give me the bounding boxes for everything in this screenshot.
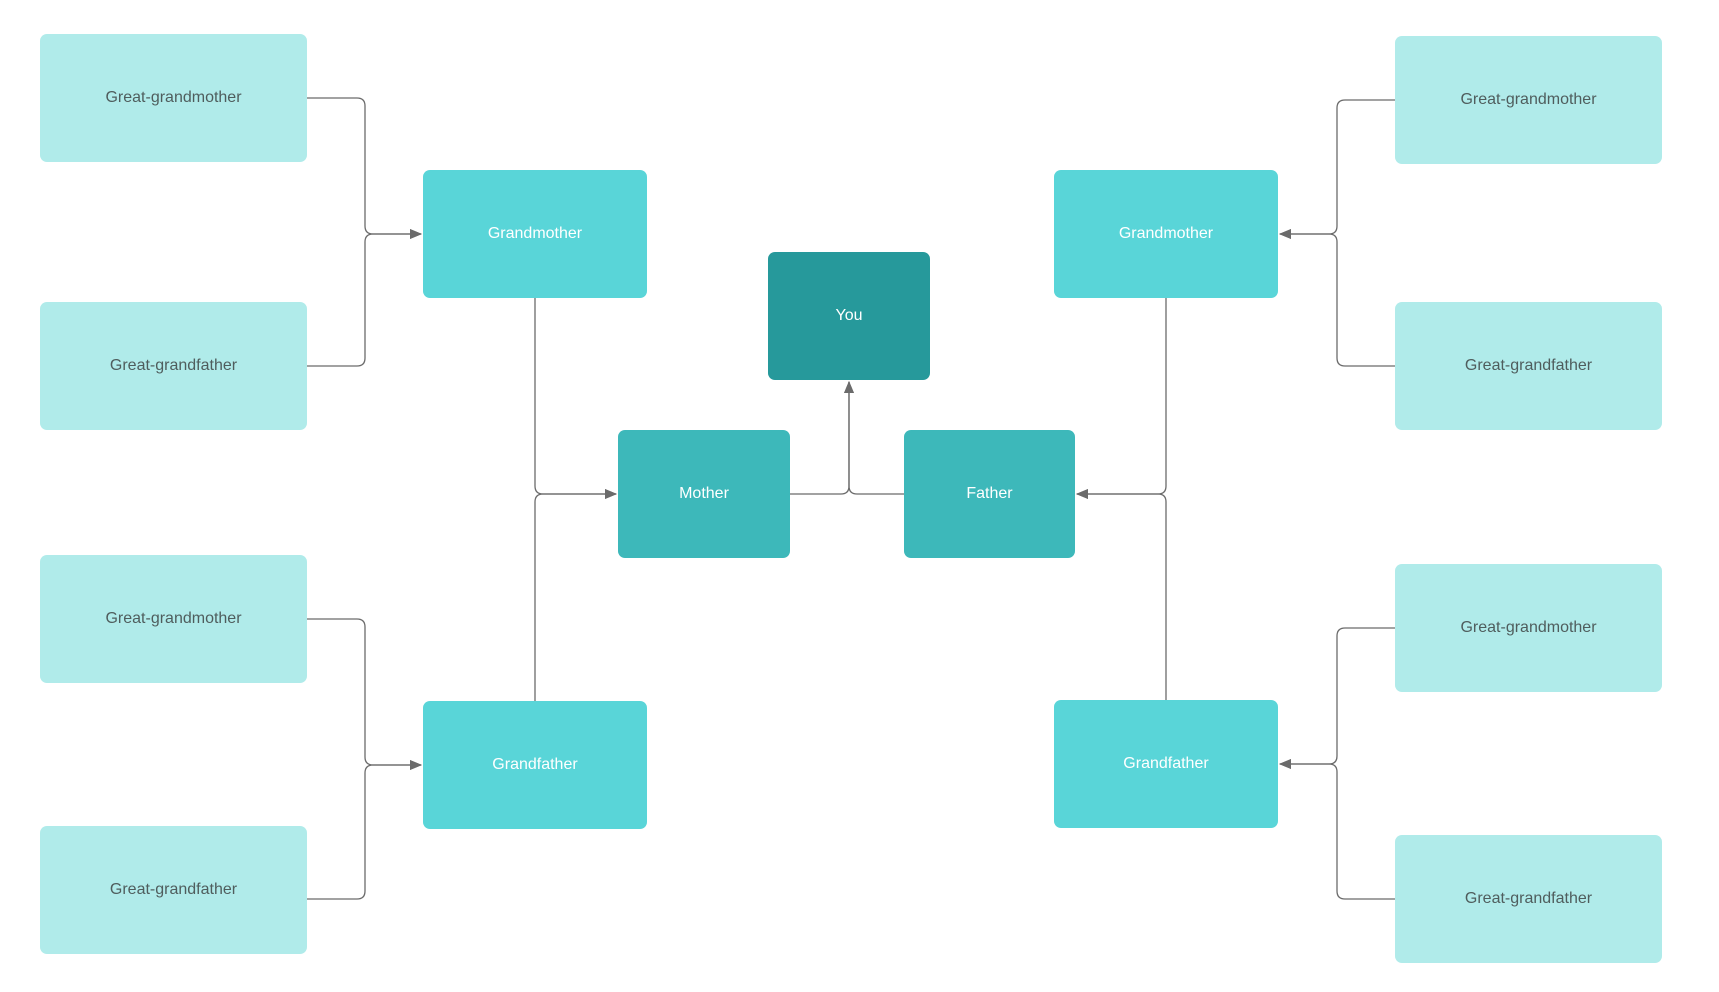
node-label: Mother <box>679 485 729 502</box>
connector-grandfather-to-mother <box>534 489 617 701</box>
father-node[interactable]: Father <box>904 430 1075 558</box>
maternal-grandfather-node[interactable]: Grandfather <box>423 701 647 829</box>
node-label: Grandmother <box>1118 225 1214 242</box>
connector-father-to-you <box>844 381 904 495</box>
node-label: Grandmother <box>487 225 583 242</box>
paternal-grandfather-node[interactable]: Grandfather <box>1054 700 1278 828</box>
connector-ggf-l1-to-grandmother <box>307 229 422 367</box>
connector-ggm-r2-to-grandfather <box>1279 627 1395 769</box>
node-label: Great-grandmother <box>105 610 242 627</box>
connector-grandmother-to-mother <box>534 298 617 499</box>
node-label: Great-grandfather <box>109 881 238 898</box>
you-node[interactable]: You <box>768 252 930 380</box>
connector-mother-to-you <box>790 381 854 495</box>
node-label: Great-grandmother <box>1460 619 1597 636</box>
node-label: Great-grandfather <box>1464 357 1593 374</box>
great-grandfather-maternal-grandfather-side[interactable]: Great-grandfather <box>40 826 307 954</box>
great-grandmother-paternal-grandfather-side[interactable]: Great-grandmother <box>1395 564 1662 692</box>
connector-grandmother-to-father <box>1076 298 1167 499</box>
connector-ggm-l1-to-grandmother <box>307 97 422 239</box>
node-label: You <box>835 307 863 324</box>
great-grandfather-paternal-grandfather-side[interactable]: Great-grandfather <box>1395 835 1662 963</box>
node-label: Grandfather <box>492 756 578 773</box>
connector-ggm-r1-to-grandmother <box>1279 99 1395 239</box>
great-grandmother-maternal-grandmother-side[interactable]: Great-grandmother <box>40 34 307 162</box>
great-grandfather-paternal-grandmother-side[interactable]: Great-grandfather <box>1395 302 1662 430</box>
node-label: Great-grandmother <box>105 89 242 106</box>
great-grandmother-maternal-grandfather-side[interactable]: Great-grandmother <box>40 555 307 683</box>
connector-ggf-r1-to-grandmother <box>1279 229 1395 367</box>
maternal-grandmother-node[interactable]: Grandmother <box>423 170 647 298</box>
node-label: Great-grandfather <box>1464 890 1593 907</box>
mother-node[interactable]: Mother <box>618 430 790 558</box>
node-label: Great-grandmother <box>1460 91 1597 108</box>
connector-ggm-l2-to-grandfather <box>307 618 422 770</box>
node-label: Great-grandfather <box>109 357 238 374</box>
great-grandmother-paternal-grandmother-side[interactable]: Great-grandmother <box>1395 36 1662 164</box>
connector-ggf-r2-to-grandfather <box>1279 759 1395 900</box>
connector-ggf-l2-to-grandfather <box>307 760 422 900</box>
connector-grandfather-to-father <box>1076 489 1167 700</box>
paternal-grandmother-node[interactable]: Grandmother <box>1054 170 1278 298</box>
node-label: Father <box>966 485 1013 502</box>
great-grandfather-maternal-grandmother-side[interactable]: Great-grandfather <box>40 302 307 430</box>
node-label: Grandfather <box>1123 755 1209 772</box>
